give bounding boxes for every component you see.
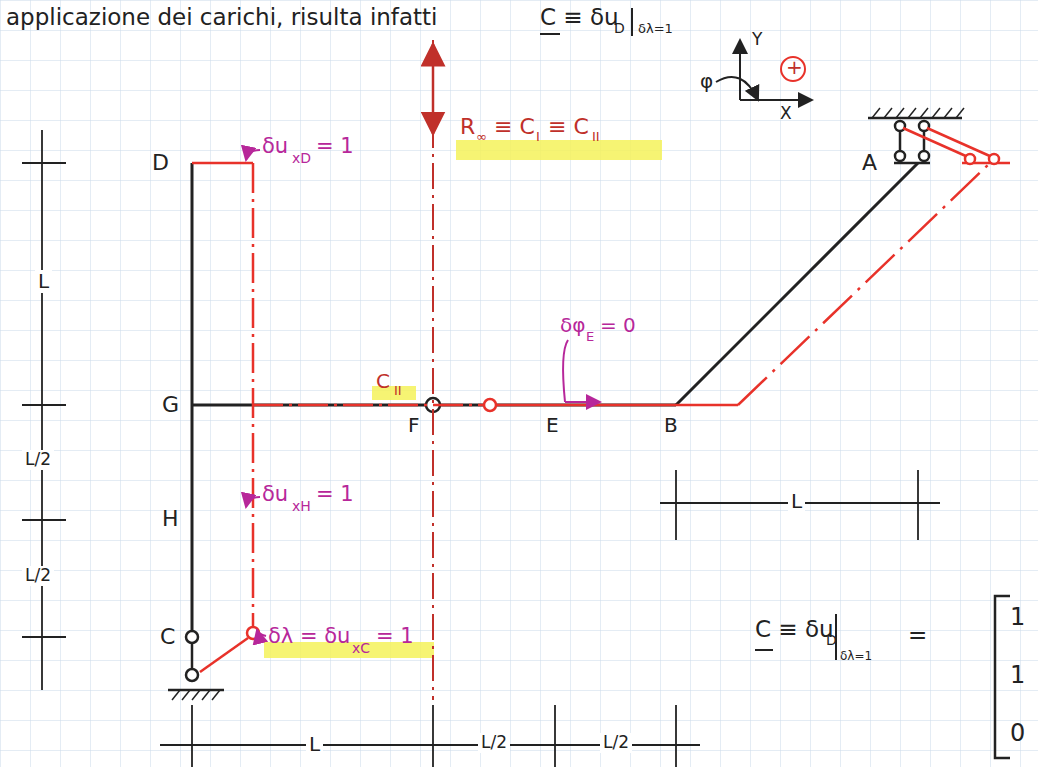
displacement-label: = 1 [376,624,414,648]
subscript: II [394,384,402,399]
subscript: δλ=1 [638,22,673,37]
point-label: D [152,150,169,175]
sign-mark: + [786,56,803,79]
subscript: E [586,330,594,345]
subscript: D [614,20,625,36]
displacement-label: δu [262,482,288,506]
point-label: B [664,414,678,437]
formula: C ≡ δu [755,616,834,642]
dimension-label: L [306,733,323,756]
subscript: ∞ [476,130,487,145]
subscript: xC [352,640,370,656]
subscript: xH [292,498,311,514]
subscript: δλ=1 [840,650,872,664]
displacement-label: δu [262,134,288,158]
matrix-cell: 1 [1010,662,1025,690]
displacement-label: = 1 [316,134,354,158]
matrix-cell: 1 [1010,604,1025,632]
displacement-label: = 1 [316,482,354,506]
formula: = [908,622,927,648]
displacement-label: δλ = δu [268,624,350,648]
rotation-label: δφ [560,314,585,337]
dimension-label: L [35,270,52,293]
point-label: C [160,624,175,649]
caption-text: applicazione dei carichi, risulta infatt… [6,4,437,30]
point-label: E [546,414,559,437]
dimension-label: L/2 [478,733,510,753]
dimension-label: L/2 [600,733,632,753]
dimension-label: L/2 [22,450,54,470]
axis-label: X [780,104,792,124]
point-label: A [862,150,877,175]
dimension-label: L [788,490,805,513]
formula: C ≡ δu [540,4,619,30]
center-label: C [376,370,390,393]
subscript: D [826,632,837,648]
axis-label: Y [752,30,762,50]
subscript: xD [292,150,311,166]
point-label: F [408,414,420,437]
point-label: H [162,506,179,531]
rotation-label: = 0 [600,314,636,337]
reaction-label: R [460,114,475,139]
reaction-label: ≡ C [494,114,535,139]
subscript: II [592,130,600,145]
subscript: I [536,130,540,145]
dimension-label: L/2 [22,566,54,586]
reaction-label: ≡ C [548,114,589,139]
point-label: G [162,392,179,417]
axis-label: φ [700,70,713,93]
matrix-cell: 0 [1010,720,1025,748]
